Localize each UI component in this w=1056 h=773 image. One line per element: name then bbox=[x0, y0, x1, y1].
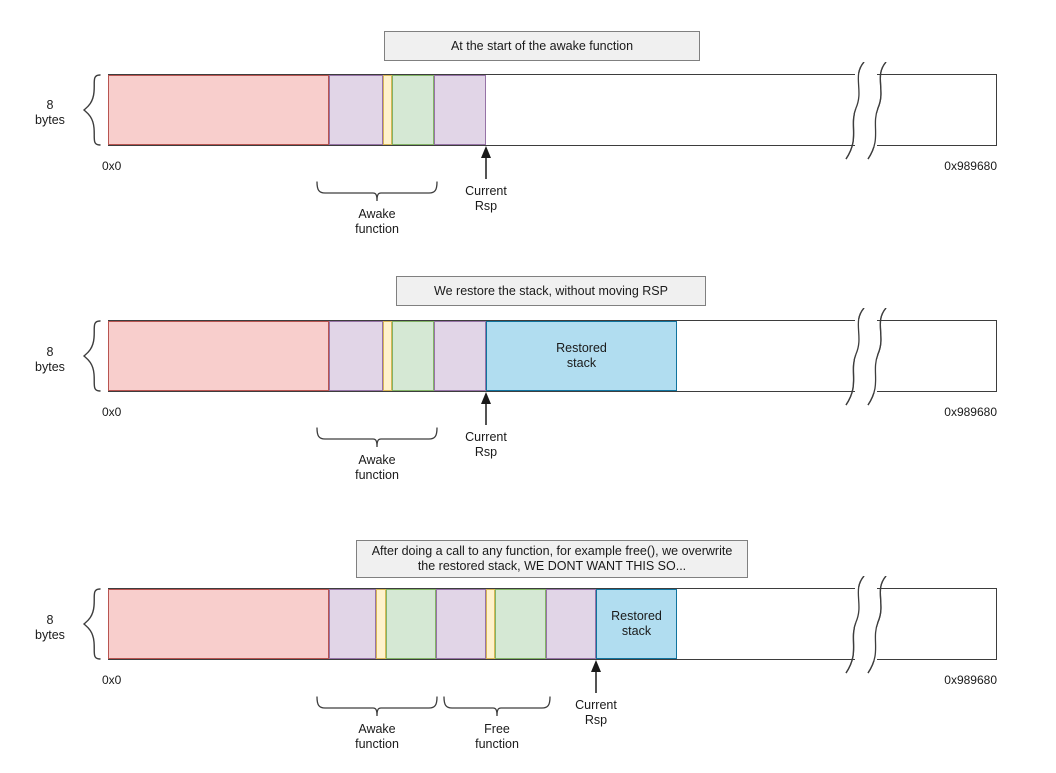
segment-free-frame-b bbox=[495, 589, 546, 659]
brace-label-free-panel-3: Free function bbox=[475, 722, 519, 751]
rsp-label-panel-2: Current Rsp bbox=[465, 430, 507, 459]
break-mask-panel-2 bbox=[855, 319, 877, 393]
brace-label-awake-panel-2: Awake function bbox=[355, 453, 399, 482]
segment-awake-frame-d bbox=[436, 589, 486, 659]
address-end-panel-3: 0x989680 bbox=[944, 673, 997, 687]
segment-free-frame-c bbox=[546, 589, 596, 659]
segment-used-stack bbox=[108, 75, 329, 145]
segment-used-stack bbox=[108, 321, 329, 391]
brace-awake-function-panel-2 bbox=[316, 427, 438, 448]
segment-awake-frame-d bbox=[434, 75, 486, 145]
address-start-panel-3: 0x0 bbox=[102, 673, 122, 687]
restored-stack-label-panel-3: Restored stack bbox=[611, 609, 662, 638]
segment-awake-frame-c bbox=[386, 589, 436, 659]
break-mask-panel-3 bbox=[855, 587, 877, 661]
segment-free-frame-a bbox=[486, 589, 495, 659]
rsp-arrow-panel-3 bbox=[591, 660, 601, 693]
size-label-panel-3: 8 bytes bbox=[35, 613, 65, 642]
segment-restored-stack: Restored stack bbox=[486, 321, 677, 391]
segment-awake-frame-d bbox=[434, 321, 486, 391]
segment-awake-frame-c bbox=[392, 321, 434, 391]
panel-start-of-awake: At the start of the awake function 8 byt… bbox=[0, 0, 1056, 260]
address-end-panel-2: 0x989680 bbox=[944, 405, 997, 419]
brace-free-function-panel-3 bbox=[443, 696, 551, 717]
segment-awake-frame-c bbox=[392, 75, 434, 145]
size-brace-panel-3 bbox=[83, 588, 101, 660]
callout-panel-2: We restore the stack, without moving RSP bbox=[396, 276, 706, 306]
rsp-arrow-panel-2 bbox=[481, 392, 491, 425]
rsp-arrow-panel-1 bbox=[481, 146, 491, 179]
break-mask-panel-1 bbox=[855, 73, 877, 147]
brace-awake-function-panel-1 bbox=[316, 181, 438, 202]
address-start-panel-1: 0x0 bbox=[102, 159, 122, 173]
segment-awake-frame-a bbox=[329, 75, 383, 145]
segment-used-stack bbox=[108, 589, 329, 659]
segment-awake-frame-b bbox=[383, 75, 392, 145]
segment-awake-frame-b bbox=[376, 589, 386, 659]
segment-awake-frame-a bbox=[329, 321, 383, 391]
rsp-label-panel-1: Current Rsp bbox=[465, 184, 507, 213]
brace-label-awake-panel-1: Awake function bbox=[355, 207, 399, 236]
panel-restore-stack: We restore the stack, without moving RSP… bbox=[0, 258, 1056, 520]
segment-restored-stack: Restored stack bbox=[596, 589, 677, 659]
segment-awake-frame-a bbox=[329, 589, 376, 659]
panel-after-free-call: After doing a call to any function, for … bbox=[0, 520, 1056, 773]
address-start-panel-2: 0x0 bbox=[102, 405, 122, 419]
callout-panel-3: After doing a call to any function, for … bbox=[356, 540, 748, 578]
brace-awake-function-panel-3 bbox=[316, 696, 438, 717]
size-brace-panel-2 bbox=[83, 320, 101, 392]
segment-awake-frame-b bbox=[383, 321, 392, 391]
size-label-panel-2: 8 bytes bbox=[35, 345, 65, 374]
address-end-panel-1: 0x989680 bbox=[944, 159, 997, 173]
size-brace-panel-1 bbox=[83, 74, 101, 146]
size-label-panel-1: 8 bytes bbox=[35, 98, 65, 127]
brace-label-awake-panel-3: Awake function bbox=[355, 722, 399, 751]
restored-stack-label-panel-2: Restored stack bbox=[556, 341, 607, 370]
rsp-label-panel-3: Current Rsp bbox=[575, 698, 617, 727]
callout-panel-1: At the start of the awake function bbox=[384, 31, 700, 61]
